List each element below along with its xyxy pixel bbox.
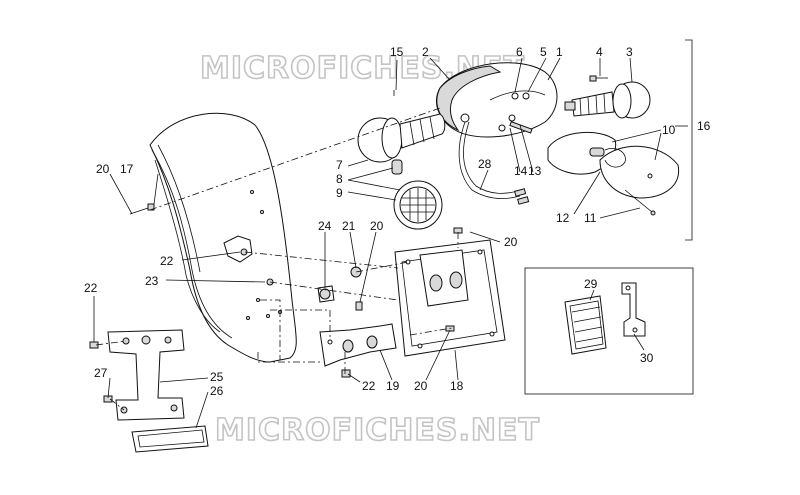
callout-20-right: 20 — [504, 235, 518, 249]
screws-left — [129, 203, 155, 215]
callout-24: 24 — [318, 219, 332, 233]
callout-27: 27 — [94, 366, 108, 380]
callout-25: 25 — [210, 370, 224, 384]
callout-5: 5 — [540, 45, 547, 59]
callout-12: 12 — [556, 211, 570, 225]
rear-mudguard — [149, 112, 297, 363]
callout-4: 4 — [596, 45, 603, 59]
callout-22-left: 22 — [84, 281, 98, 295]
turn-signal-left — [357, 113, 446, 175]
callout-16: 16 — [697, 119, 711, 133]
callout-20-bottom: 20 — [414, 379, 428, 393]
callout-8: 8 — [336, 172, 343, 186]
callout-19: 19 — [386, 379, 400, 393]
callout-3: 3 — [626, 45, 633, 59]
callout-labels: 15 2 6 5 1 4 3 10 16 7 8 9 28 14 13 12 1… — [84, 45, 711, 398]
callout-22-fender: 22 — [160, 254, 174, 268]
callout-17: 17 — [120, 162, 134, 176]
turn-signal-right — [564, 75, 651, 119]
bracket-19 — [319, 301, 397, 378]
callout-29: 29 — [584, 277, 598, 291]
callout-14: 14 — [514, 164, 528, 178]
leader-lines — [93, 57, 688, 429]
callout-18: 18 — [450, 379, 464, 393]
license-plate-holder — [394, 227, 506, 357]
group-bracket-16 — [685, 39, 693, 241]
callout-7: 7 — [336, 158, 343, 172]
callout-1: 1 — [556, 45, 563, 59]
plate-light — [547, 131, 680, 216]
callout-30: 30 — [640, 351, 654, 365]
watermark-bottom: MICROFICHES.NET — [215, 413, 540, 448]
callout-20-mid: 20 — [370, 219, 384, 233]
callout-22-bottom: 22 — [362, 379, 376, 393]
inset-box — [524, 267, 694, 395]
reflector-bracket — [89, 329, 209, 453]
callout-13: 13 — [528, 164, 542, 178]
callout-10: 10 — [662, 123, 676, 137]
callout-23: 23 — [145, 274, 159, 288]
callout-9: 9 — [336, 186, 343, 200]
callout-6: 6 — [516, 45, 523, 59]
callout-21: 21 — [342, 219, 356, 233]
callout-15: 15 — [390, 45, 404, 59]
callout-2: 2 — [422, 45, 429, 59]
callout-11: 11 — [584, 211, 597, 225]
tail-light-housing — [436, 62, 558, 205]
callout-28: 28 — [478, 157, 492, 171]
assembly-lines — [95, 90, 459, 411]
callout-26: 26 — [210, 384, 224, 398]
spacers — [317, 266, 362, 303]
lens-9 — [393, 180, 443, 230]
callout-20-left: 20 — [96, 162, 110, 176]
